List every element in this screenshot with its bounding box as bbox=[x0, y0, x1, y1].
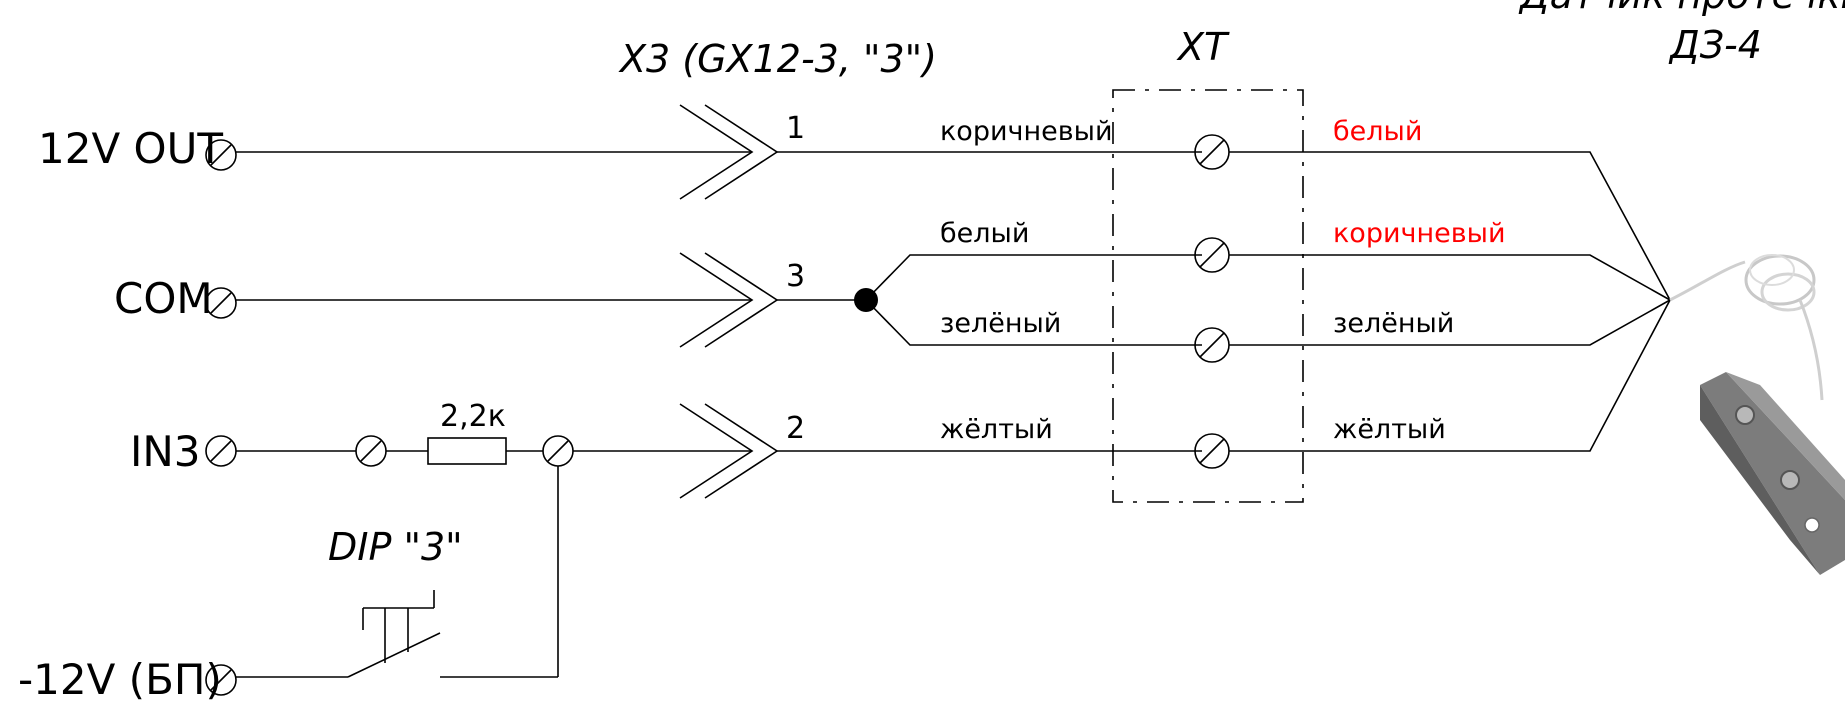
wire-pin3-split bbox=[777, 254, 1202, 346]
resistor bbox=[427, 437, 507, 465]
wire-color-left-2: белый bbox=[940, 218, 1029, 249]
terminal-label-com: COM bbox=[114, 274, 213, 323]
pin-number-1: 1 bbox=[786, 111, 805, 146]
terminal-symbol-com bbox=[205, 287, 237, 319]
wire-in3 bbox=[236, 435, 752, 677]
dip-switch-title: DIP "3" bbox=[328, 525, 463, 569]
connector-x3 bbox=[679, 104, 779, 499]
terminal-symbol-minus12v bbox=[205, 664, 237, 696]
wire-color-left-4: жёлтый bbox=[940, 414, 1053, 445]
wire-color-right-3: зелёный bbox=[1333, 308, 1454, 339]
terminal-label-in3: IN3 bbox=[130, 427, 201, 476]
dip-switch-symbol bbox=[362, 590, 435, 663]
terminal-block-title: XT bbox=[1176, 25, 1230, 69]
pin-number-3: 3 bbox=[786, 259, 805, 294]
terminal-block-xt bbox=[1112, 89, 1304, 503]
device-title-line2: ДЗ-4 bbox=[1668, 23, 1762, 67]
wire-color-left-1: коричневый bbox=[940, 116, 1113, 147]
xt-terminals bbox=[1194, 134, 1230, 469]
wire-color-right-1: белый bbox=[1333, 116, 1422, 147]
resistor-label: 2,2к bbox=[440, 399, 506, 434]
wire-minus12v bbox=[236, 632, 558, 678]
terminal-label-12v-out: 12V OUT bbox=[38, 124, 223, 173]
sensor-image bbox=[1669, 254, 1845, 575]
wire-color-right-2: коричневый bbox=[1333, 218, 1506, 249]
terminal-label-minus12v: -12V (БП) bbox=[18, 655, 222, 704]
device-title-line1: Датчик протечки bbox=[1518, 0, 1845, 17]
terminal-symbol-in3 bbox=[205, 435, 237, 467]
wire-color-left-3: зелёный bbox=[940, 308, 1061, 339]
wires-to-sensor bbox=[1229, 151, 1671, 452]
junction-dot bbox=[854, 288, 878, 312]
wire-color-right-4: жёлтый bbox=[1333, 414, 1446, 445]
connector-title: X3 (GX12-3, "3") bbox=[618, 37, 937, 81]
pin-number-2: 2 bbox=[786, 411, 805, 446]
terminal-symbol-12v-out bbox=[205, 139, 237, 171]
